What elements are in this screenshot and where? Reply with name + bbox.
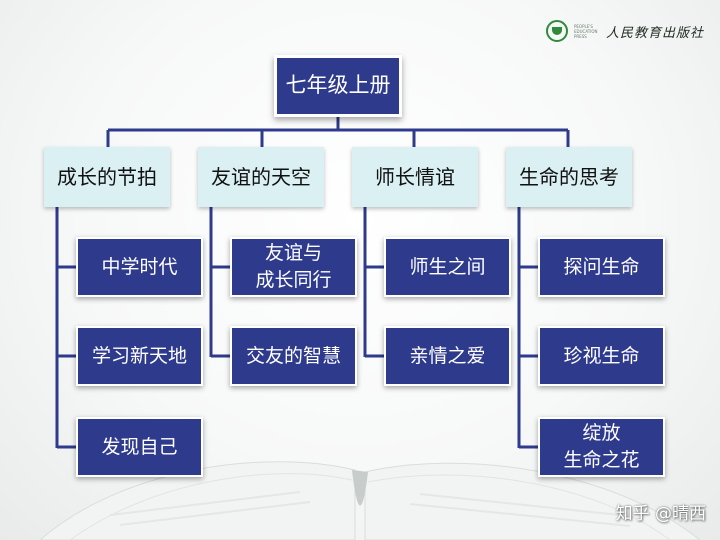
lesson-node: 交友的智慧 xyxy=(230,326,357,386)
publisher-emblem-icon xyxy=(545,20,568,42)
lesson-node: 友谊与 成长同行 xyxy=(230,237,357,297)
unit-title: 师长情谊 xyxy=(375,165,455,189)
lesson-label: 友谊与 成长同行 xyxy=(255,242,332,291)
publisher-name: 人民教育出版社 xyxy=(605,25,704,41)
lesson-label: 发现自己 xyxy=(101,435,178,458)
unit-node-4: 生命的思考 xyxy=(506,147,632,207)
lesson-node: 亲情之爱 xyxy=(384,326,511,386)
lesson-node: 中学时代 xyxy=(76,237,203,297)
lesson-node: 探问生命 xyxy=(538,237,665,297)
lesson-label: 中学时代 xyxy=(101,255,178,278)
lesson-label: 学习新天地 xyxy=(91,344,187,367)
lesson-node: 发现自己 xyxy=(76,417,203,477)
lesson-node: 学习新天地 xyxy=(76,326,203,386)
lesson-label: 绽放 生命之花 xyxy=(563,422,640,471)
lesson-node: 师生之间 xyxy=(384,237,511,297)
unit-node-2: 友谊的天空 xyxy=(198,147,324,207)
lesson-node: 绽放 生命之花 xyxy=(538,417,665,477)
lesson-label: 师生之间 xyxy=(409,255,486,278)
publisher-logo: PEOPLE'S EDUCATION PRESS 人民教育出版社 xyxy=(545,20,704,42)
publisher-caption: PEOPLE'S EDUCATION PRESS xyxy=(573,23,598,39)
root-label: 七年级上册 xyxy=(285,73,391,98)
lesson-node: 珍视生命 xyxy=(538,326,665,386)
unit-title: 成长的节拍 xyxy=(57,165,157,189)
lesson-label: 珍视生命 xyxy=(563,344,640,367)
unit-title: 生命的思考 xyxy=(519,165,619,189)
root-node: 七年级上册 xyxy=(274,55,402,117)
lesson-label: 亲情之爱 xyxy=(409,344,486,367)
watermark-text: 知乎 @晴西 xyxy=(615,504,706,524)
unit-node-3: 师长情谊 xyxy=(352,147,478,207)
unit-title: 友谊的天空 xyxy=(211,165,311,189)
lesson-label: 探问生命 xyxy=(563,255,640,278)
lesson-label: 交友的智慧 xyxy=(245,344,341,367)
unit-node-1: 成长的节拍 xyxy=(44,147,170,207)
